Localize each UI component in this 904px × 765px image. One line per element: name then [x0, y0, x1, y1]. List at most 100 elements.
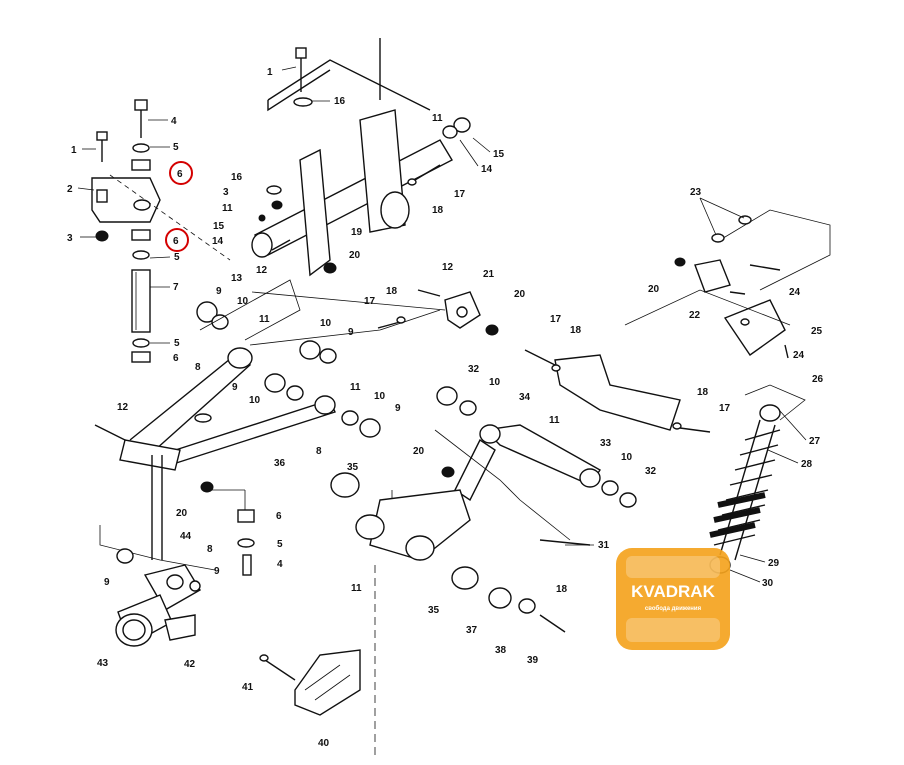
callout-35: 35 — [428, 605, 440, 616]
callout-8: 8 — [195, 362, 201, 373]
callout-6: 6 — [276, 511, 282, 522]
callout-9: 9 — [216, 286, 222, 297]
callout-3: 3 — [223, 187, 229, 198]
callout-20: 20 — [648, 284, 660, 295]
callout-29: 29 — [768, 558, 780, 569]
callout-26: 26 — [812, 374, 824, 385]
callout-5: 5 — [174, 252, 180, 263]
callout-11: 11 — [432, 113, 443, 124]
callout-9: 9 — [348, 327, 354, 338]
callout-11: 11 — [549, 415, 560, 426]
callout-22: 22 — [689, 310, 701, 321]
callout-10: 10 — [320, 318, 332, 329]
callout-12: 12 — [442, 262, 454, 273]
callout-20: 20 — [176, 508, 188, 519]
callout-10: 10 — [489, 377, 501, 388]
callout-32: 32 — [468, 364, 480, 375]
callout-39: 39 — [527, 655, 539, 666]
callout-2: 2 — [67, 184, 73, 195]
callout-15: 15 — [493, 149, 505, 160]
callout-34: 34 — [519, 392, 531, 403]
callout-14: 14 — [481, 164, 493, 175]
callout-18: 18 — [386, 286, 398, 297]
lower-a-arm — [330, 386, 637, 760]
callout-18: 18 — [697, 387, 709, 398]
callout-17: 17 — [454, 189, 466, 200]
callout-20: 20 — [514, 289, 526, 300]
callout-17: 17 — [550, 314, 562, 325]
callout-11: 11 — [222, 203, 233, 214]
upper-mount-assembly — [251, 38, 471, 277]
leader-lines — [77, 66, 807, 583]
callout-42: 42 — [184, 659, 196, 670]
callout-8: 8 — [316, 446, 322, 457]
callout-1: 1 — [267, 67, 273, 78]
callout-9: 9 — [214, 566, 220, 577]
logo-tagline: свобода движения — [645, 605, 702, 612]
callout-23: 23 — [690, 187, 702, 198]
callout-14: 14 — [212, 236, 224, 247]
callout-1: 1 — [71, 145, 77, 156]
callout-4: 4 — [277, 559, 283, 570]
shock-spring — [709, 429, 781, 546]
callout-27: 27 — [809, 436, 821, 447]
callout-21: 21 — [483, 269, 495, 280]
callout-11: 11 — [351, 583, 362, 594]
callout-16: 16 — [231, 172, 243, 183]
shock-mount-bracket — [624, 209, 831, 359]
callout-19: 19 — [351, 227, 363, 238]
callout-15: 15 — [213, 221, 225, 232]
highlight-circle-top — [169, 161, 193, 185]
callout-43: 43 — [97, 658, 109, 669]
callout-18: 18 — [556, 584, 568, 595]
callout-5: 5 — [277, 539, 283, 550]
highlight-circle-bottom — [165, 228, 189, 252]
callout-10: 10 — [374, 391, 386, 402]
callout-labels: 1 1 16 4 11 15 5 6 14 16 17 2 3 18 11 15… — [67, 67, 824, 749]
bottom-cover — [259, 649, 361, 716]
callout-17: 17 — [719, 403, 731, 414]
callout-20: 20 — [413, 446, 425, 457]
callout-9: 9 — [104, 577, 110, 588]
callout-11: 11 — [259, 314, 270, 325]
callout-41: 41 — [242, 682, 254, 693]
callout-17: 17 — [364, 296, 376, 307]
callout-10: 10 — [249, 395, 261, 406]
logo-name: KVADRAK — [631, 582, 715, 601]
callout-36: 36 — [274, 458, 286, 469]
callout-18: 18 — [570, 325, 582, 336]
callout-33: 33 — [600, 438, 612, 449]
callout-38: 38 — [495, 645, 507, 656]
callout-44: 44 — [180, 531, 192, 542]
callout-28: 28 — [801, 459, 813, 470]
callout-31: 31 — [598, 540, 610, 551]
callout-32: 32 — [645, 466, 657, 477]
callout-4: 4 — [171, 116, 177, 127]
callout-5: 5 — [173, 142, 179, 153]
callout-25: 25 — [811, 326, 823, 337]
callout-3: 3 — [67, 233, 73, 244]
callout-18: 18 — [432, 205, 444, 216]
callout-12: 12 — [117, 402, 129, 413]
callout-20: 20 — [349, 250, 361, 261]
rocker-arm — [251, 289, 711, 433]
callout-30: 30 — [762, 578, 774, 589]
callout-24: 24 — [789, 287, 801, 298]
callout-7: 7 — [173, 282, 179, 293]
callout-37: 37 — [466, 625, 478, 636]
callout-6: 6 — [177, 169, 183, 180]
callout-11: 11 — [350, 382, 361, 393]
callout-35: 35 — [347, 462, 359, 473]
left-bolt-stack — [91, 99, 231, 363]
callout-24: 24 — [793, 350, 805, 361]
callout-10: 10 — [621, 452, 633, 463]
callout-9: 9 — [232, 382, 238, 393]
callout-9: 9 — [395, 403, 401, 414]
callout-5: 5 — [174, 338, 180, 349]
callout-8: 8 — [207, 544, 213, 555]
callout-40: 40 — [318, 738, 330, 749]
kvadrak-logo: KVADRAK свобода движения — [616, 548, 730, 650]
callout-12: 12 — [256, 265, 268, 276]
spindle-assembly — [99, 455, 255, 647]
